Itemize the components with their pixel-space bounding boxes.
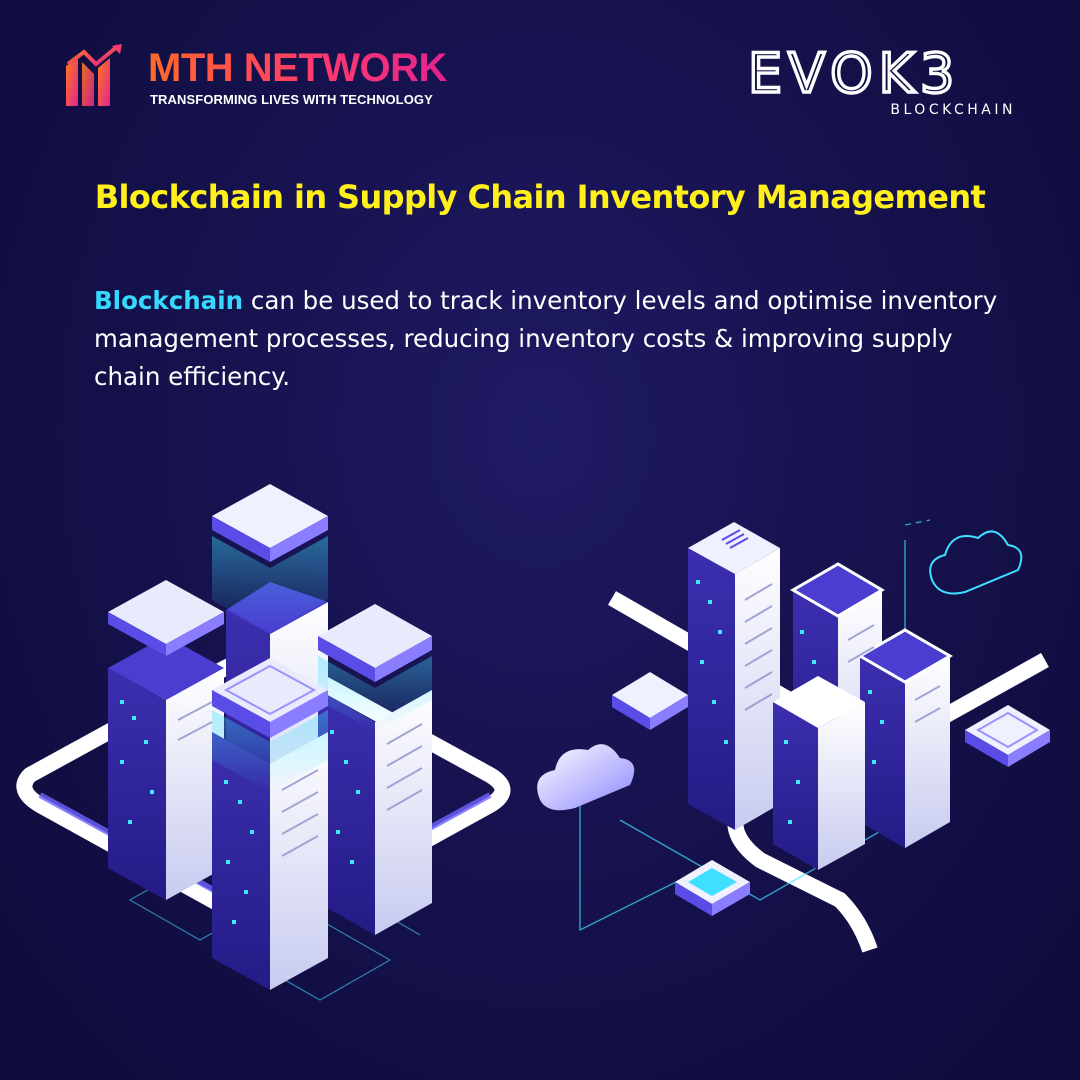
left-building-cluster xyxy=(16,484,511,1001)
evok3-subtitle: BLOCKCHAIN xyxy=(890,102,1016,118)
mth-logo-icon xyxy=(66,44,122,106)
evok3-wordmark: EVOK3 xyxy=(748,44,960,100)
right-city-cluster xyxy=(537,519,1050,953)
mth-network-logo: MTH NETWORK TRANSFORMING LIVES WITH TECH… xyxy=(62,44,462,114)
evok3-wordmark-text: EVOK3 xyxy=(748,44,960,100)
building-icon xyxy=(318,604,432,935)
building-icon xyxy=(688,522,780,830)
server-tile-icon xyxy=(612,672,688,730)
building-icon xyxy=(212,658,328,990)
brand-tagline: TRANSFORMING LIVES WITH TECHNOLOGY xyxy=(150,92,433,107)
brand-name: MTH NETWORK xyxy=(148,46,447,90)
building-icon xyxy=(773,676,865,870)
server-tile-icon xyxy=(675,860,750,916)
page-title: Blockchain in Supply Chain Inventory Man… xyxy=(94,178,986,216)
building-icon xyxy=(857,628,953,848)
cloud-icon xyxy=(929,530,1023,595)
server-tile-icon xyxy=(965,705,1050,767)
body-highlight: Blockchain xyxy=(94,286,244,315)
server-tile-icon xyxy=(212,484,328,632)
body-paragraph: Blockchain can be used to track inventor… xyxy=(94,282,1014,396)
building-icon xyxy=(108,580,224,900)
cloud-icon xyxy=(537,744,635,811)
evok3-logo: EVOK3 BLOCKCHAIN xyxy=(748,44,1028,124)
isometric-illustration xyxy=(16,484,1050,1001)
body-text: can be used to track inventory levels an… xyxy=(94,286,998,391)
